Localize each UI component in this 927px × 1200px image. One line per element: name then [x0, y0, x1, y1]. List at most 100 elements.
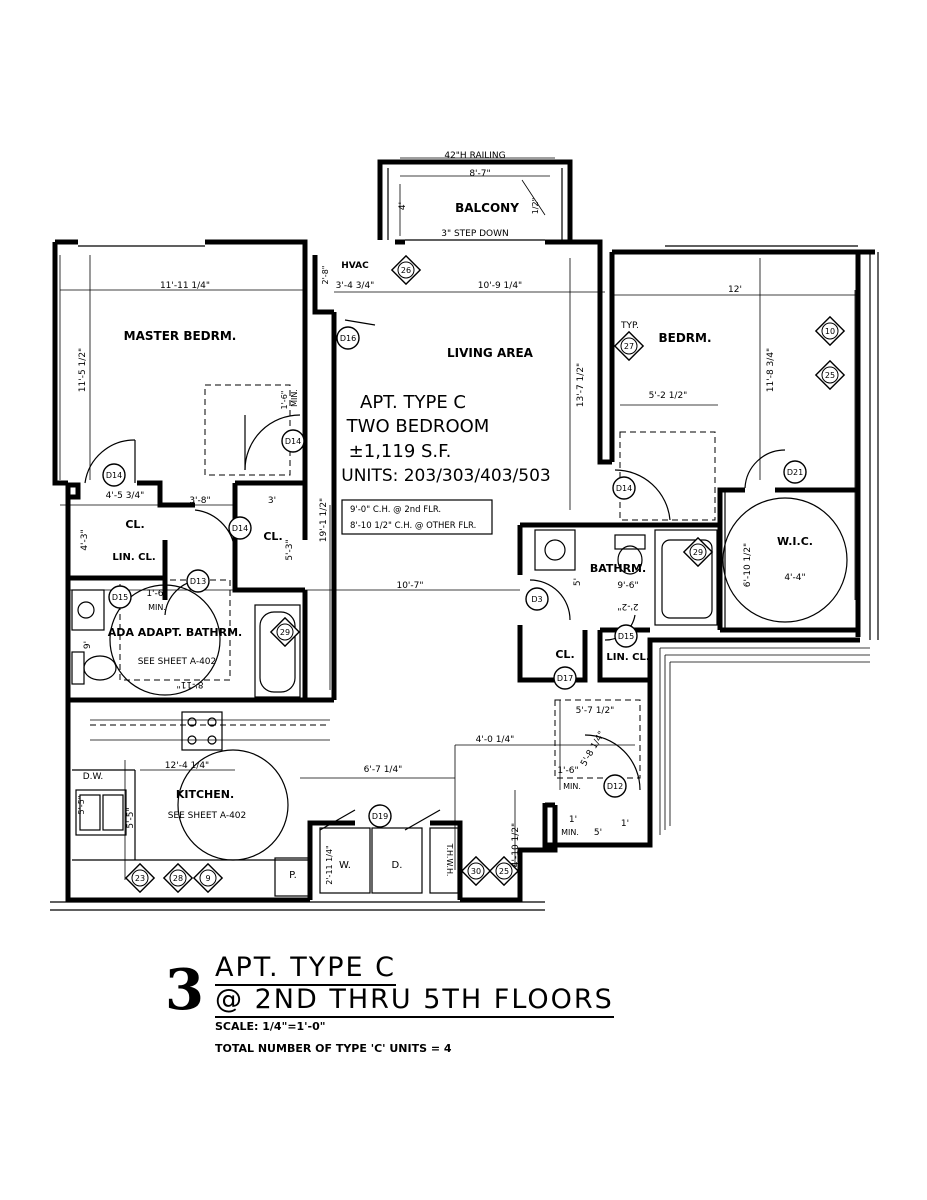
kitchen-sheet-reference: SEE SHEET A-402 — [168, 811, 247, 821]
closet-2-label: CL. — [263, 530, 282, 543]
svg-text:28: 28 — [173, 874, 183, 883]
svg-text:D14: D14 — [106, 471, 122, 480]
door-tag: D19 — [368, 804, 392, 828]
dim-bath-width: 5'-2 1/2" — [649, 391, 688, 401]
svg-text:26: 26 — [401, 266, 411, 275]
keynote-tag: 28 — [162, 862, 194, 894]
drawing-title-line1: APT. TYPE C — [215, 952, 396, 986]
dim-kitchen-sink: 5'-5" — [77, 796, 86, 815]
railing-label: 42"H RAILING — [444, 151, 505, 161]
dim-ada-height: 9' — [83, 641, 93, 649]
svg-text:D15: D15 — [618, 632, 634, 641]
door-tag: D14 — [228, 516, 252, 540]
dimension-lines — [59, 255, 858, 880]
dryer-label: D. — [392, 860, 403, 871]
dim-5-5: 5'-5" — [126, 807, 136, 828]
svg-text:23: 23 — [135, 874, 145, 883]
svg-text:25: 25 — [499, 867, 509, 876]
keynote-tags: 26 27 10 25 29 29 23 28 9 30 25 10 — [124, 254, 846, 894]
drawing-scale: SCALE: 1/4"=1'-0" — [215, 1020, 326, 1033]
keynote-tag: 25 — [488, 855, 520, 887]
bathroom-label: BATHRM. — [590, 562, 646, 575]
svg-text:29: 29 — [280, 628, 290, 637]
door-swings — [84, 319, 786, 831]
ada-bathroom-label: ADA ADAPT. BATHRM. — [108, 626, 242, 639]
drawing-title-line2: @ 2ND THRU 5TH FLOORS — [215, 984, 614, 1018]
exterior-walls — [50, 239, 879, 911]
dim-hvac-width: 3'-4 3/4" — [336, 281, 375, 291]
svg-text:30: 30 — [471, 867, 481, 876]
unit-type: APT. TYPE C — [360, 392, 466, 413]
svg-text:D15: D15 — [112, 593, 128, 602]
door-tag: D14 — [102, 463, 126, 487]
balcony-depth-dim: 4' — [398, 202, 408, 210]
unit-summary: APT. TYPE C TWO BEDROOM ±1,119 S.F. UNIT… — [341, 392, 551, 535]
clearance-min-3: MIN. — [563, 782, 581, 791]
dim-closet-height: 4'-3" — [80, 529, 90, 550]
svg-text:D19: D19 — [372, 812, 388, 821]
step-down-label: 3" STEP DOWN — [441, 229, 509, 239]
svg-text:10: 10 — [825, 327, 835, 336]
keynote-tag: 29 — [682, 536, 714, 568]
keynote-tag: 27 — [613, 330, 645, 362]
hvac-label: HVAC — [341, 261, 369, 271]
dim-closet-width: 4'-5 3/4" — [106, 491, 145, 501]
svg-text:D13: D13 — [190, 577, 206, 586]
dim-5-7: 5'-7 1/2" — [576, 706, 615, 716]
door-tag: D17 — [553, 666, 577, 690]
drawing-number: 3 — [165, 957, 204, 1023]
keynote-tag: 25 — [814, 359, 846, 391]
typ-label: TYP. — [620, 321, 639, 331]
balcony: 42"H RAILING 8'-7" 4' BALCONY 1/2" 3" ST… — [377, 151, 573, 241]
closet-3-label: CL. — [555, 648, 574, 661]
dim-3: 3' — [268, 496, 276, 506]
clearance-min-2: MIN. — [148, 603, 166, 612]
dishwasher-label: D.W. — [83, 772, 104, 782]
keynote-tag: 30 — [460, 855, 492, 887]
dim-bedroom-width: 12' — [728, 285, 742, 295]
bedroom-label: BEDRM. — [658, 331, 711, 345]
walk-in-closet-label: W.I.C. — [777, 535, 813, 548]
master-bedroom-label: MASTER BEDRM. — [124, 329, 237, 343]
door-tag: D15 — [108, 585, 132, 609]
dim-living-width: 10'-9 1/4" — [478, 281, 522, 291]
living-area-label: LIVING AREA — [447, 346, 534, 360]
dim-ada-width: 8'-11" — [176, 679, 203, 689]
keynote-tag: 9 — [192, 862, 224, 894]
ceiling-height-other: 8'-10 1/2" C.H. @ OTHER FLR. — [350, 521, 476, 531]
svg-text:9: 9 — [205, 874, 210, 883]
door-tag: D3 — [525, 587, 549, 611]
svg-text:D21: D21 — [787, 468, 803, 477]
svg-text:D12: D12 — [607, 782, 623, 791]
dim-bedroom-height: 11'-8 3/4" — [766, 348, 776, 392]
clearance-min-1: MIN. — [290, 389, 299, 407]
dim-1b: 1' — [569, 815, 577, 825]
closet-1-label: CL. — [125, 518, 144, 531]
svg-text:25: 25 — [825, 371, 835, 380]
balcony-width-dim: 8'-7" — [469, 169, 490, 179]
dim-12-4: 12'-4 1/4" — [165, 761, 209, 771]
dim-6-7: 6'-7 1/4" — [364, 765, 403, 775]
dim-3-8: 3'-8" — [189, 496, 210, 506]
dim-4-10: 4'-10 1/2" — [511, 823, 521, 867]
washer-label: W. — [339, 860, 351, 871]
door-tag: D14 — [281, 429, 305, 453]
keynote-tag: 26 — [390, 254, 422, 286]
svg-text:27: 27 — [624, 342, 634, 351]
fixtures — [71, 490, 848, 897]
keynote-tag: 29 — [269, 616, 301, 648]
svg-text:D16: D16 — [340, 334, 356, 343]
dim-2-11: 2'-11 1/4" — [325, 845, 334, 884]
dim-2-2: 2'-2" — [617, 601, 638, 611]
unit-count: TOTAL NUMBER OF TYPE 'C' UNITS = 4 — [215, 1042, 452, 1055]
ada-sheet-reference: SEE SHEET A-402 — [138, 657, 217, 667]
dim-clearance-1: 1'-6" — [280, 391, 289, 410]
door-tags: D16 D14 D14 D14 D14 D13 D15 D3 D15 D17 D… — [102, 326, 807, 828]
ceiling-height-2nd: 9'-0" C.H. @ 2nd FLR. — [350, 505, 441, 515]
dim-wic-2: 4'-4" — [784, 573, 805, 583]
keynote-tag: 23 — [124, 862, 156, 894]
balcony-label: BALCONY — [455, 201, 519, 215]
dim-hvac-height: 2'-8" — [321, 266, 330, 285]
svg-text:D14: D14 — [285, 437, 301, 446]
